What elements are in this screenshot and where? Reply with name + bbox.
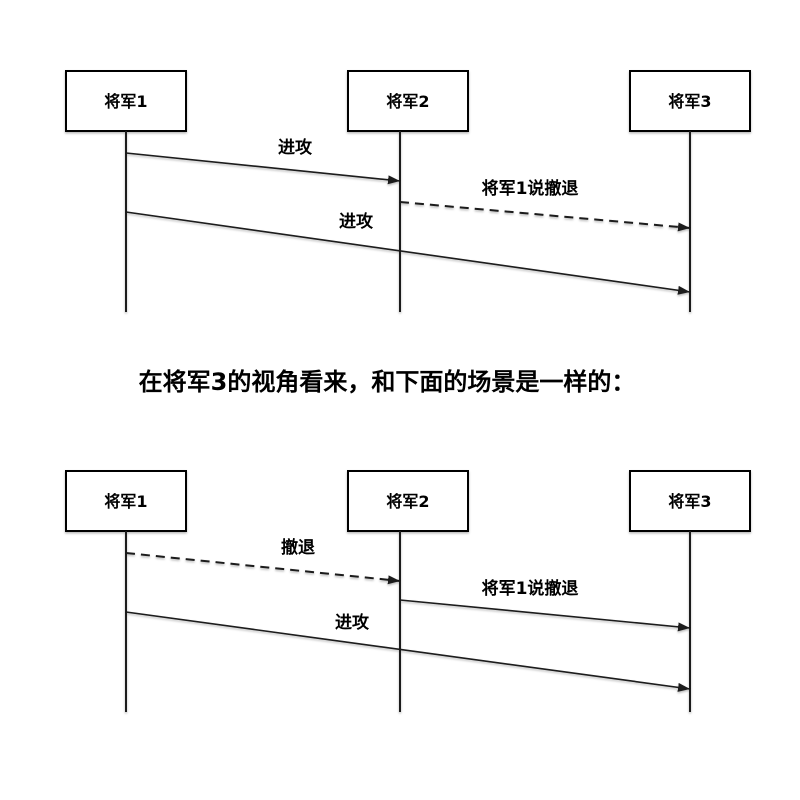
message-arrow-g1-says-retreat-g2-to-g3-top bbox=[399, 201, 691, 232]
message-arrow-g1-says-retreat-g2-to-g3-bottom bbox=[399, 599, 691, 632]
actor-box-general3-bottom bbox=[629, 470, 751, 532]
top-diagram-shapes bbox=[65, 70, 751, 312]
actor-label-general3-top: 将军3 bbox=[668, 92, 711, 111]
actor-label-general3-bottom: 将军3 bbox=[668, 492, 711, 511]
message-label-retreat-g1-g2-bottom: 撤退 bbox=[281, 537, 315, 558]
caption-text: 在将军3的视角看来，和下面的场景是一样的： bbox=[139, 368, 636, 396]
actor-box-general2-top bbox=[347, 70, 469, 132]
actor-label-general1-top: 将军1 bbox=[104, 92, 147, 111]
bottom-sequence-diagram: 将军1 将军2 将军3 撤退 将军1说撤退 进攻 bbox=[65, 470, 751, 712]
actor-box-general1-top bbox=[65, 70, 187, 132]
message-arrow-retreat-g1-to-g2-bottom bbox=[125, 552, 401, 585]
message-arrow-attack-g1-to-g3-bottom bbox=[125, 611, 691, 692]
bottom-diagram-shapes bbox=[65, 470, 751, 712]
message-label-g1-says-retreat-bottom: 将军1说撤退 bbox=[482, 578, 579, 599]
message-arrow-attack-g1-to-g3-top bbox=[125, 211, 691, 295]
message-label-attack-g1-g2-top: 进攻 bbox=[278, 137, 313, 158]
actor-label-general1-bottom: 将军1 bbox=[104, 492, 147, 511]
top-sequence-diagram: 将军1 将军2 将军3 进攻 将军1说撤退 进攻 bbox=[65, 70, 751, 312]
actor-label-general2-bottom: 将军2 bbox=[386, 492, 429, 511]
actor-box-general2-bottom bbox=[347, 470, 469, 532]
actor-label-general2-top: 将军2 bbox=[386, 92, 429, 111]
message-label-attack-g1-g3-bottom: 进攻 bbox=[335, 612, 370, 633]
message-label-attack-g1-g3-top: 进攻 bbox=[339, 211, 374, 232]
message-label-g1-says-retreat-top: 将军1说撤退 bbox=[482, 178, 579, 199]
message-arrow-attack-g1-to-g2-top bbox=[125, 152, 401, 185]
